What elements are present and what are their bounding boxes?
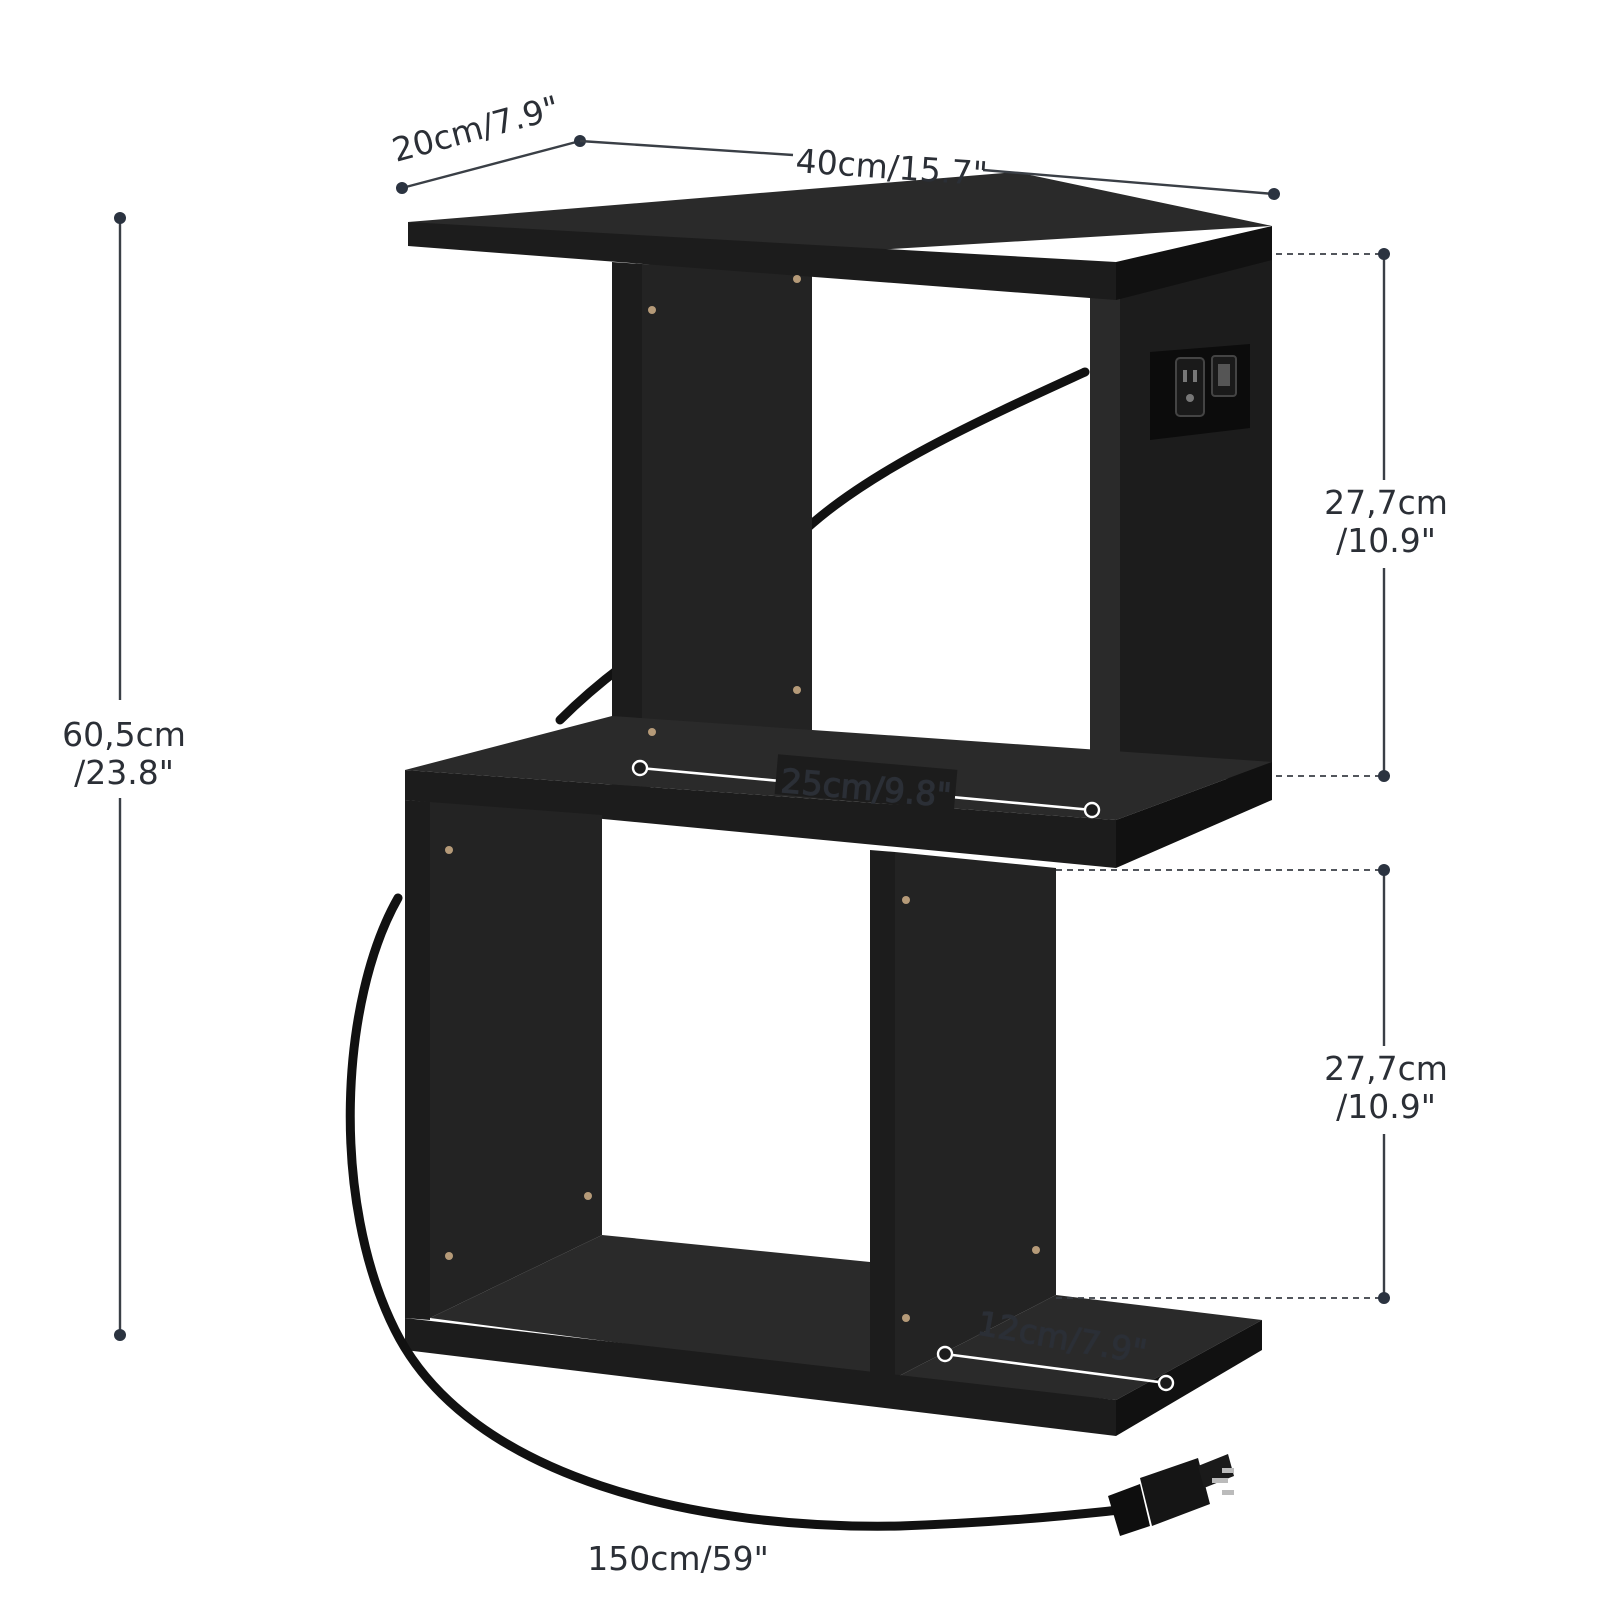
total-height-in-label: /23.8" xyxy=(74,753,174,792)
side-table xyxy=(345,172,1272,1536)
power-plug-icon xyxy=(1108,1454,1234,1536)
bottom-shelf-width-line xyxy=(944,1352,1167,1385)
upper-left-panel xyxy=(612,262,642,790)
depth-dimension-line xyxy=(401,139,581,190)
upper-height-cm-label: 27,7cm xyxy=(1324,483,1448,522)
depth-label: 20cm/7.9" xyxy=(388,88,563,170)
power-outlet-icon xyxy=(1150,344,1250,440)
lower-height-cm-label: 27,7cm xyxy=(1324,1049,1448,1088)
upper-left-panel-face xyxy=(642,264,812,790)
lower-inner-floor xyxy=(430,1235,870,1376)
lower-divider-face xyxy=(895,852,1056,1378)
lower-height-in-label: /10.9" xyxy=(1336,1087,1436,1126)
top-shelf-front xyxy=(408,222,1116,300)
lower-left-panel xyxy=(405,800,430,1320)
bottom-base-side xyxy=(1116,1320,1262,1436)
total-height-cm-label: 60,5cm xyxy=(62,715,186,754)
bottom-shelf-top xyxy=(895,1295,1262,1400)
middle-shelf-front xyxy=(405,770,1116,868)
lower-divider-panel xyxy=(870,850,895,1378)
bottom-base-front xyxy=(405,1318,1116,1436)
middle-shelf-side xyxy=(1116,762,1272,868)
width-dimension-line xyxy=(579,139,794,157)
width-label: 40cm/15.7" xyxy=(794,141,988,193)
upper-height-in-label: /10.9" xyxy=(1336,521,1436,560)
power-cord-lower xyxy=(345,893,1125,1531)
assembly-pegs xyxy=(445,275,1040,1322)
top-shelf-side xyxy=(1116,226,1272,300)
cord-length-label: 150cm/59" xyxy=(587,1539,769,1578)
upper-right-panel-inner xyxy=(1090,298,1120,790)
lower-left-panel-face xyxy=(430,802,602,1318)
